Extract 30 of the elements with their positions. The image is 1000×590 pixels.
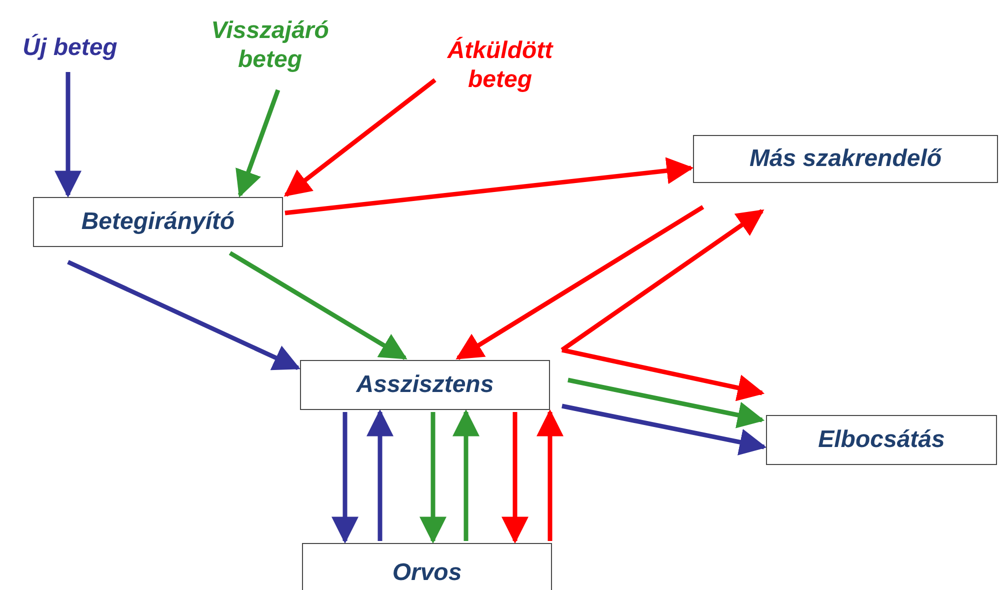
patient-label: Visszajáró beteg bbox=[210, 17, 330, 75]
arrow bbox=[456, 205, 704, 360]
process-box bbox=[302, 543, 552, 590]
arrow bbox=[560, 209, 764, 352]
arrow bbox=[284, 78, 436, 197]
arrow bbox=[502, 412, 528, 544]
arrow bbox=[562, 404, 767, 456]
arrow bbox=[562, 348, 765, 402]
box-label: Betegirányító bbox=[81, 208, 235, 236]
arrow bbox=[420, 412, 446, 544]
arrow bbox=[366, 409, 394, 541]
patient-label: Új beteg bbox=[22, 34, 118, 62]
process-box bbox=[300, 360, 550, 410]
box-label: Orvos bbox=[392, 559, 462, 587]
box-label: Elbocsátás bbox=[818, 426, 945, 454]
arrow bbox=[284, 157, 694, 216]
box-label: Más szakrendelő bbox=[749, 145, 942, 173]
arrow bbox=[54, 72, 82, 198]
arrow bbox=[452, 409, 480, 541]
arrow bbox=[236, 89, 280, 198]
process-box bbox=[766, 415, 997, 465]
arrow bbox=[536, 409, 564, 541]
box-label: Asszisztens bbox=[356, 371, 494, 399]
arrow bbox=[228, 251, 408, 360]
process-box bbox=[33, 197, 283, 247]
patient-label: Átküldött beteg bbox=[446, 37, 554, 95]
arrow bbox=[332, 412, 358, 544]
arrow bbox=[568, 378, 765, 428]
process-box bbox=[693, 135, 998, 183]
arrow bbox=[67, 260, 300, 370]
